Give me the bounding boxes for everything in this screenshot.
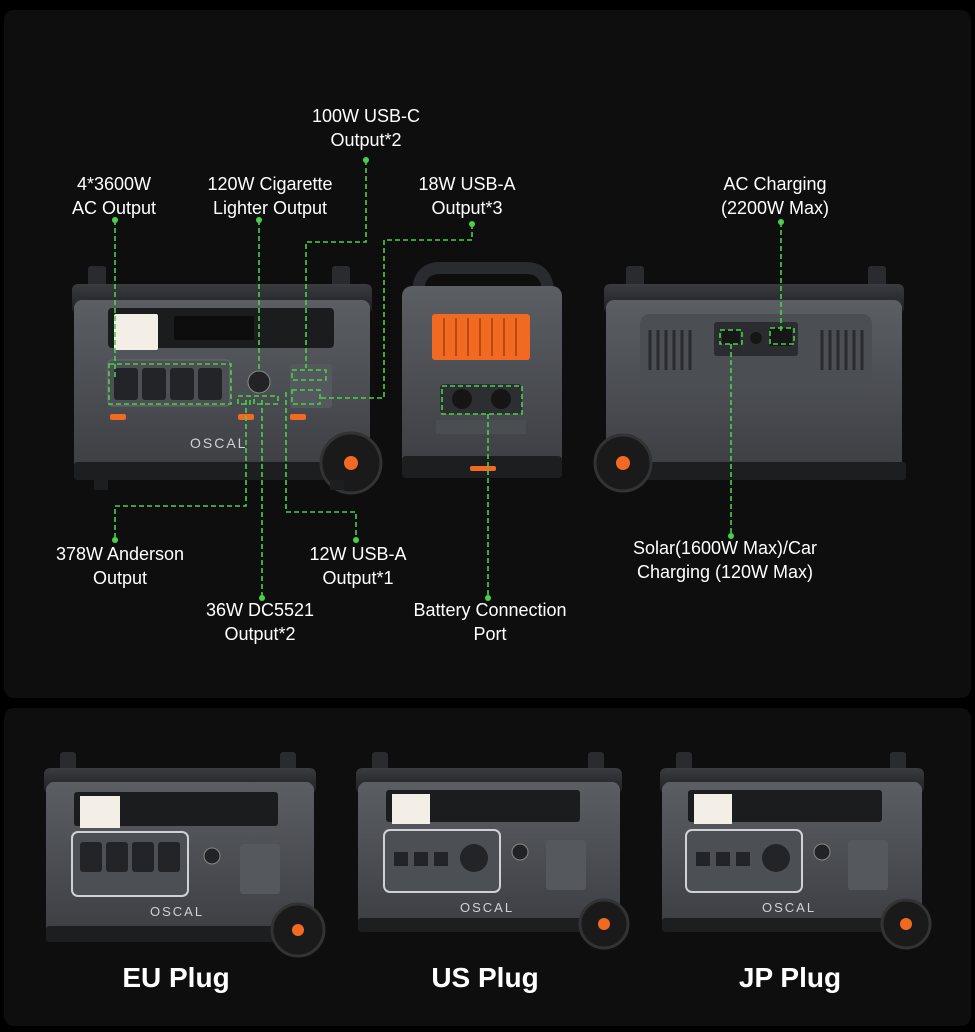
label-jp-plug: JP Plug [738,962,842,993]
us-plug-unit: OSCAL [356,752,630,950]
main-unit-side [402,262,562,478]
label-eu-plug: EU Plug [122,962,230,993]
svg-text:OSCAL: OSCAL [460,900,514,915]
main-unit-back [593,266,906,493]
jp-plug-unit: OSCAL [660,752,932,950]
label-ac-charging: AC Charging(2200W Max) [720,174,830,218]
main-unit-front: OSCAL [72,266,383,495]
svg-text:OSCAL: OSCAL [150,904,204,919]
label-us-plug: US Plug [431,962,539,993]
callout-lines [108,157,795,601]
brand-logo: OSCAL [190,435,247,451]
svg-text:OSCAL: OSCAL [762,900,816,915]
eu-plug-unit: OSCAL [44,752,326,958]
